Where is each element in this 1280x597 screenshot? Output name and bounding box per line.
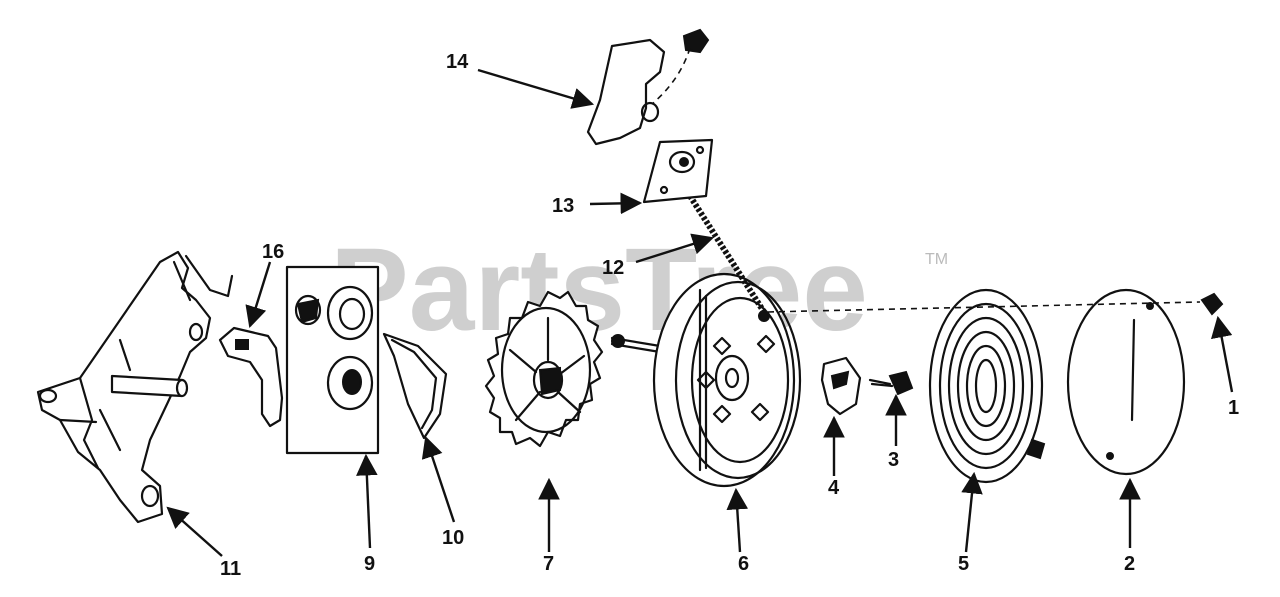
callout-13: 13	[552, 195, 574, 217]
part-2-cover	[1066, 288, 1186, 476]
callout-4: 4	[828, 477, 840, 499]
callout-11: 11	[220, 558, 241, 580]
leader-arrows	[166, 68, 1234, 557]
part-5-spring	[928, 288, 1046, 484]
callout-5: 5	[958, 553, 969, 575]
callout-14: 14	[446, 51, 469, 73]
callout-9: 9	[364, 553, 375, 575]
callout-16: 16	[262, 241, 284, 263]
part-6-pulley	[652, 272, 802, 488]
part-13-retainer-plate	[642, 138, 714, 204]
watermark-trademark: TM	[925, 251, 948, 268]
callout-2: 2	[1124, 553, 1135, 575]
part-14-handle	[586, 28, 710, 146]
callout-7: 7	[543, 553, 554, 575]
part-6-rod	[610, 334, 662, 354]
part-3-screw	[868, 370, 914, 396]
part-4-clip	[820, 356, 862, 416]
callout-10: 10	[442, 527, 464, 549]
assembly-line-handle	[651, 47, 691, 105]
part-16-spring-plate	[218, 326, 284, 428]
callout-6: 6	[738, 553, 749, 575]
callout-3: 3	[888, 449, 899, 471]
part-1-screw	[1200, 292, 1224, 316]
part-7-gear	[484, 290, 604, 448]
part-9-gasket	[285, 265, 380, 455]
callout-1: 1	[1228, 397, 1239, 419]
part-10-spring-clip	[382, 332, 448, 440]
part-12-rope	[687, 194, 767, 314]
part-11-bracket	[36, 250, 234, 524]
callout-12: 12	[602, 257, 624, 279]
